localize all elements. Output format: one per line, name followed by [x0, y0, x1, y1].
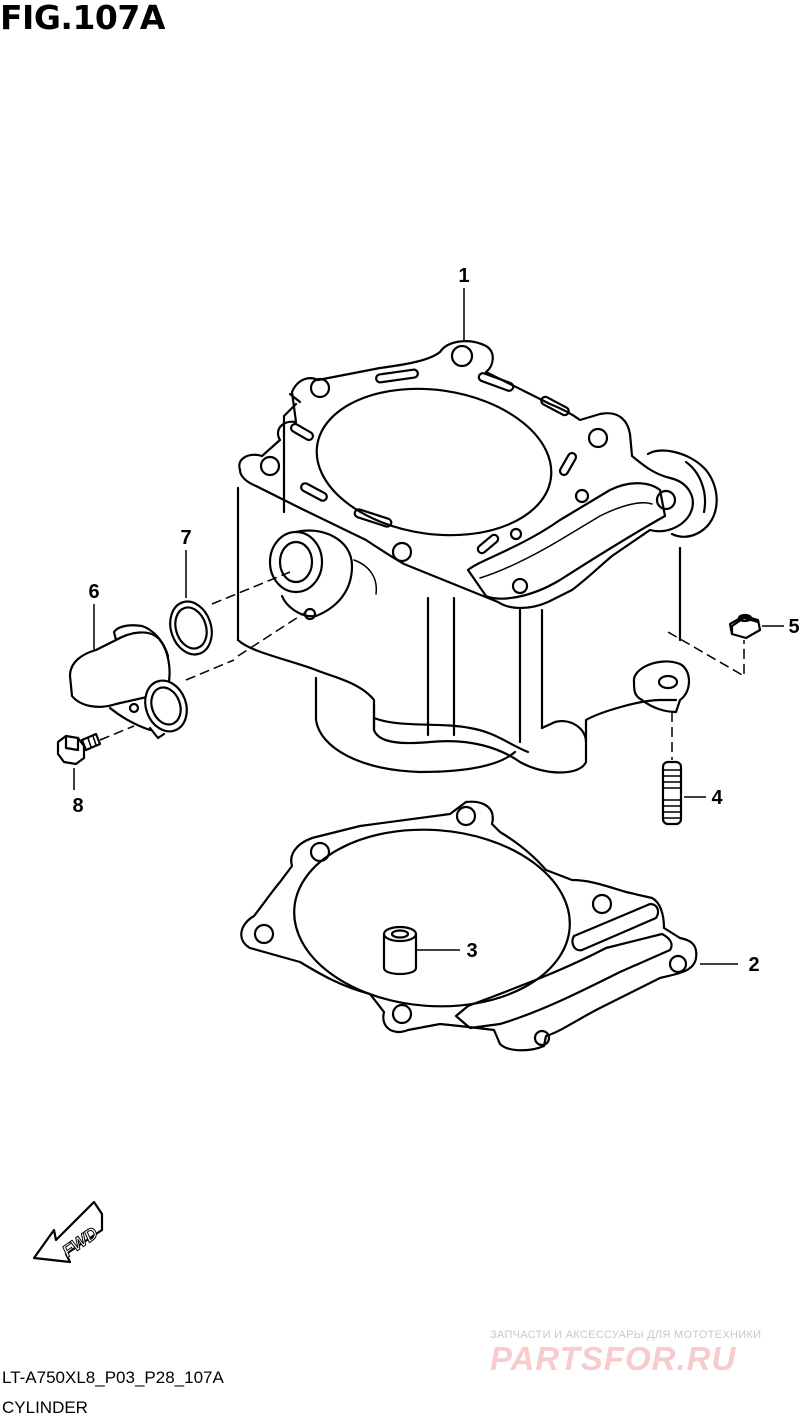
- figure-title: FIG.107A: [0, 0, 165, 37]
- assembly-line: [237, 611, 307, 657]
- water-inlet-port-bore: [278, 540, 314, 584]
- gasket-chain-slot: [454, 932, 673, 1030]
- cylinder-left-lip: [288, 392, 302, 404]
- bolt-head: [56, 734, 86, 766]
- callout-7: 7: [180, 527, 191, 549]
- cam-chain-tunnel: [466, 482, 667, 600]
- base-gasket-bore: [293, 828, 571, 1008]
- bolt-shank: [80, 732, 102, 752]
- figure-caption: CYLINDER: [2, 1398, 88, 1417]
- callout-5: 5: [788, 616, 799, 638]
- gasket-bolt-hole: [253, 923, 275, 945]
- dowel-pin-top: [382, 925, 418, 943]
- dowel-pin-part: [382, 925, 418, 976]
- bolt-hole: [655, 489, 677, 511]
- inlet-bolt-hole: [303, 607, 317, 621]
- dowel-hole: [574, 488, 590, 504]
- cylinder-base-flange-inner: [372, 716, 530, 754]
- bolt-part: [56, 732, 102, 766]
- watermark-logo: PARTSFOR.RU: [490, 1340, 737, 1377]
- gasket-bolt-hole: [668, 954, 688, 974]
- callout-2: 2: [748, 954, 759, 976]
- stud-bolt-part: [661, 760, 683, 826]
- bolt-hole: [391, 541, 413, 563]
- bolt-thread: [92, 735, 97, 746]
- cylinder-mount-hole: [657, 674, 679, 690]
- assembly-line: [185, 659, 235, 681]
- inlet-pipe-bolt-hole: [128, 702, 140, 714]
- coolant-slot: [477, 372, 515, 392]
- gasket-bolt-hole: [533, 1029, 551, 1047]
- cylinder-body-bottom-left: [236, 638, 376, 732]
- base-gasket-part: [240, 800, 698, 1052]
- bolt-head-flat: [64, 734, 80, 752]
- water-inlet-boss: [280, 529, 354, 618]
- gasket-bolt-hole: [591, 893, 613, 915]
- water-inlet-pipe-part: [68, 624, 188, 740]
- inlet-boss-edge: [353, 559, 378, 595]
- figure-code: LT-A750XL8_P03_P28_107A: [2, 1368, 224, 1387]
- coolant-slot: [476, 533, 500, 555]
- inlet-pipe-tab: [148, 726, 166, 740]
- callout-8: 8: [72, 795, 83, 817]
- inlet-pipe-flange: [108, 706, 152, 732]
- dowel-pin-body: [382, 934, 418, 976]
- callout-1: 1: [458, 265, 469, 287]
- coolant-slot: [375, 368, 419, 384]
- bolt-hole: [587, 427, 609, 449]
- coolant-slot: [558, 451, 578, 477]
- bolt-hole: [511, 577, 529, 595]
- fwd-arrow: FWD: [32, 1200, 104, 1264]
- cylinder-part: [236, 340, 718, 774]
- inlet-pipe-collar: [112, 624, 170, 658]
- coolant-slot: [540, 395, 570, 417]
- cylinder-right-base: [584, 698, 678, 744]
- coolant-slot: [353, 508, 393, 528]
- o-ring-part: [169, 600, 213, 656]
- assembly-line: [99, 725, 135, 741]
- callout-6: 6: [88, 581, 99, 603]
- nut-bore: [737, 613, 753, 623]
- cylinder-left-step: [282, 402, 298, 514]
- bolt-hole: [309, 377, 331, 399]
- cam-chain-tunnel-inner: [479, 502, 653, 579]
- cylinder-bore: [315, 387, 553, 537]
- stud-bolt-body: [661, 760, 683, 826]
- nut-part: [728, 613, 762, 640]
- bolt-thread: [87, 737, 92, 748]
- gasket-bolt-hole: [391, 1003, 413, 1025]
- right-upper-boss-inner: [684, 460, 707, 514]
- right-upper-boss: [646, 449, 718, 538]
- cylinder-mount-boss: [632, 660, 691, 714]
- bolt-hole: [450, 344, 474, 368]
- gasket-slot: [571, 902, 660, 952]
- dowel-hole: [509, 527, 523, 541]
- gasket-bolt-hole: [455, 805, 477, 827]
- assembly-line: [667, 631, 745, 678]
- inlet-pipe-outlet-bore: [150, 686, 182, 726]
- o-ring-inner: [174, 606, 208, 650]
- cylinder-skirt: [314, 676, 517, 774]
- o-ring-outer: [169, 600, 213, 656]
- bolt-hole: [259, 455, 281, 477]
- gasket-bolt-hole: [309, 841, 331, 863]
- fwd-arrow-icon: [32, 1200, 104, 1264]
- coolant-slot: [289, 422, 315, 442]
- coolant-slot: [300, 482, 328, 502]
- callout-4: 4: [711, 787, 723, 809]
- watermark-subtitle: ЗАПЧАСТИ И АКСЕССУАРЫ ДЛЯ МОТОТЕХНИКИ: [490, 1329, 762, 1341]
- inlet-pipe-outlet: [144, 679, 188, 733]
- cylinder-base-flange: [372, 703, 588, 774]
- dowel-pin-bore: [390, 929, 410, 939]
- callout-3: 3: [466, 940, 477, 962]
- base-gasket-outline: [240, 800, 698, 1052]
